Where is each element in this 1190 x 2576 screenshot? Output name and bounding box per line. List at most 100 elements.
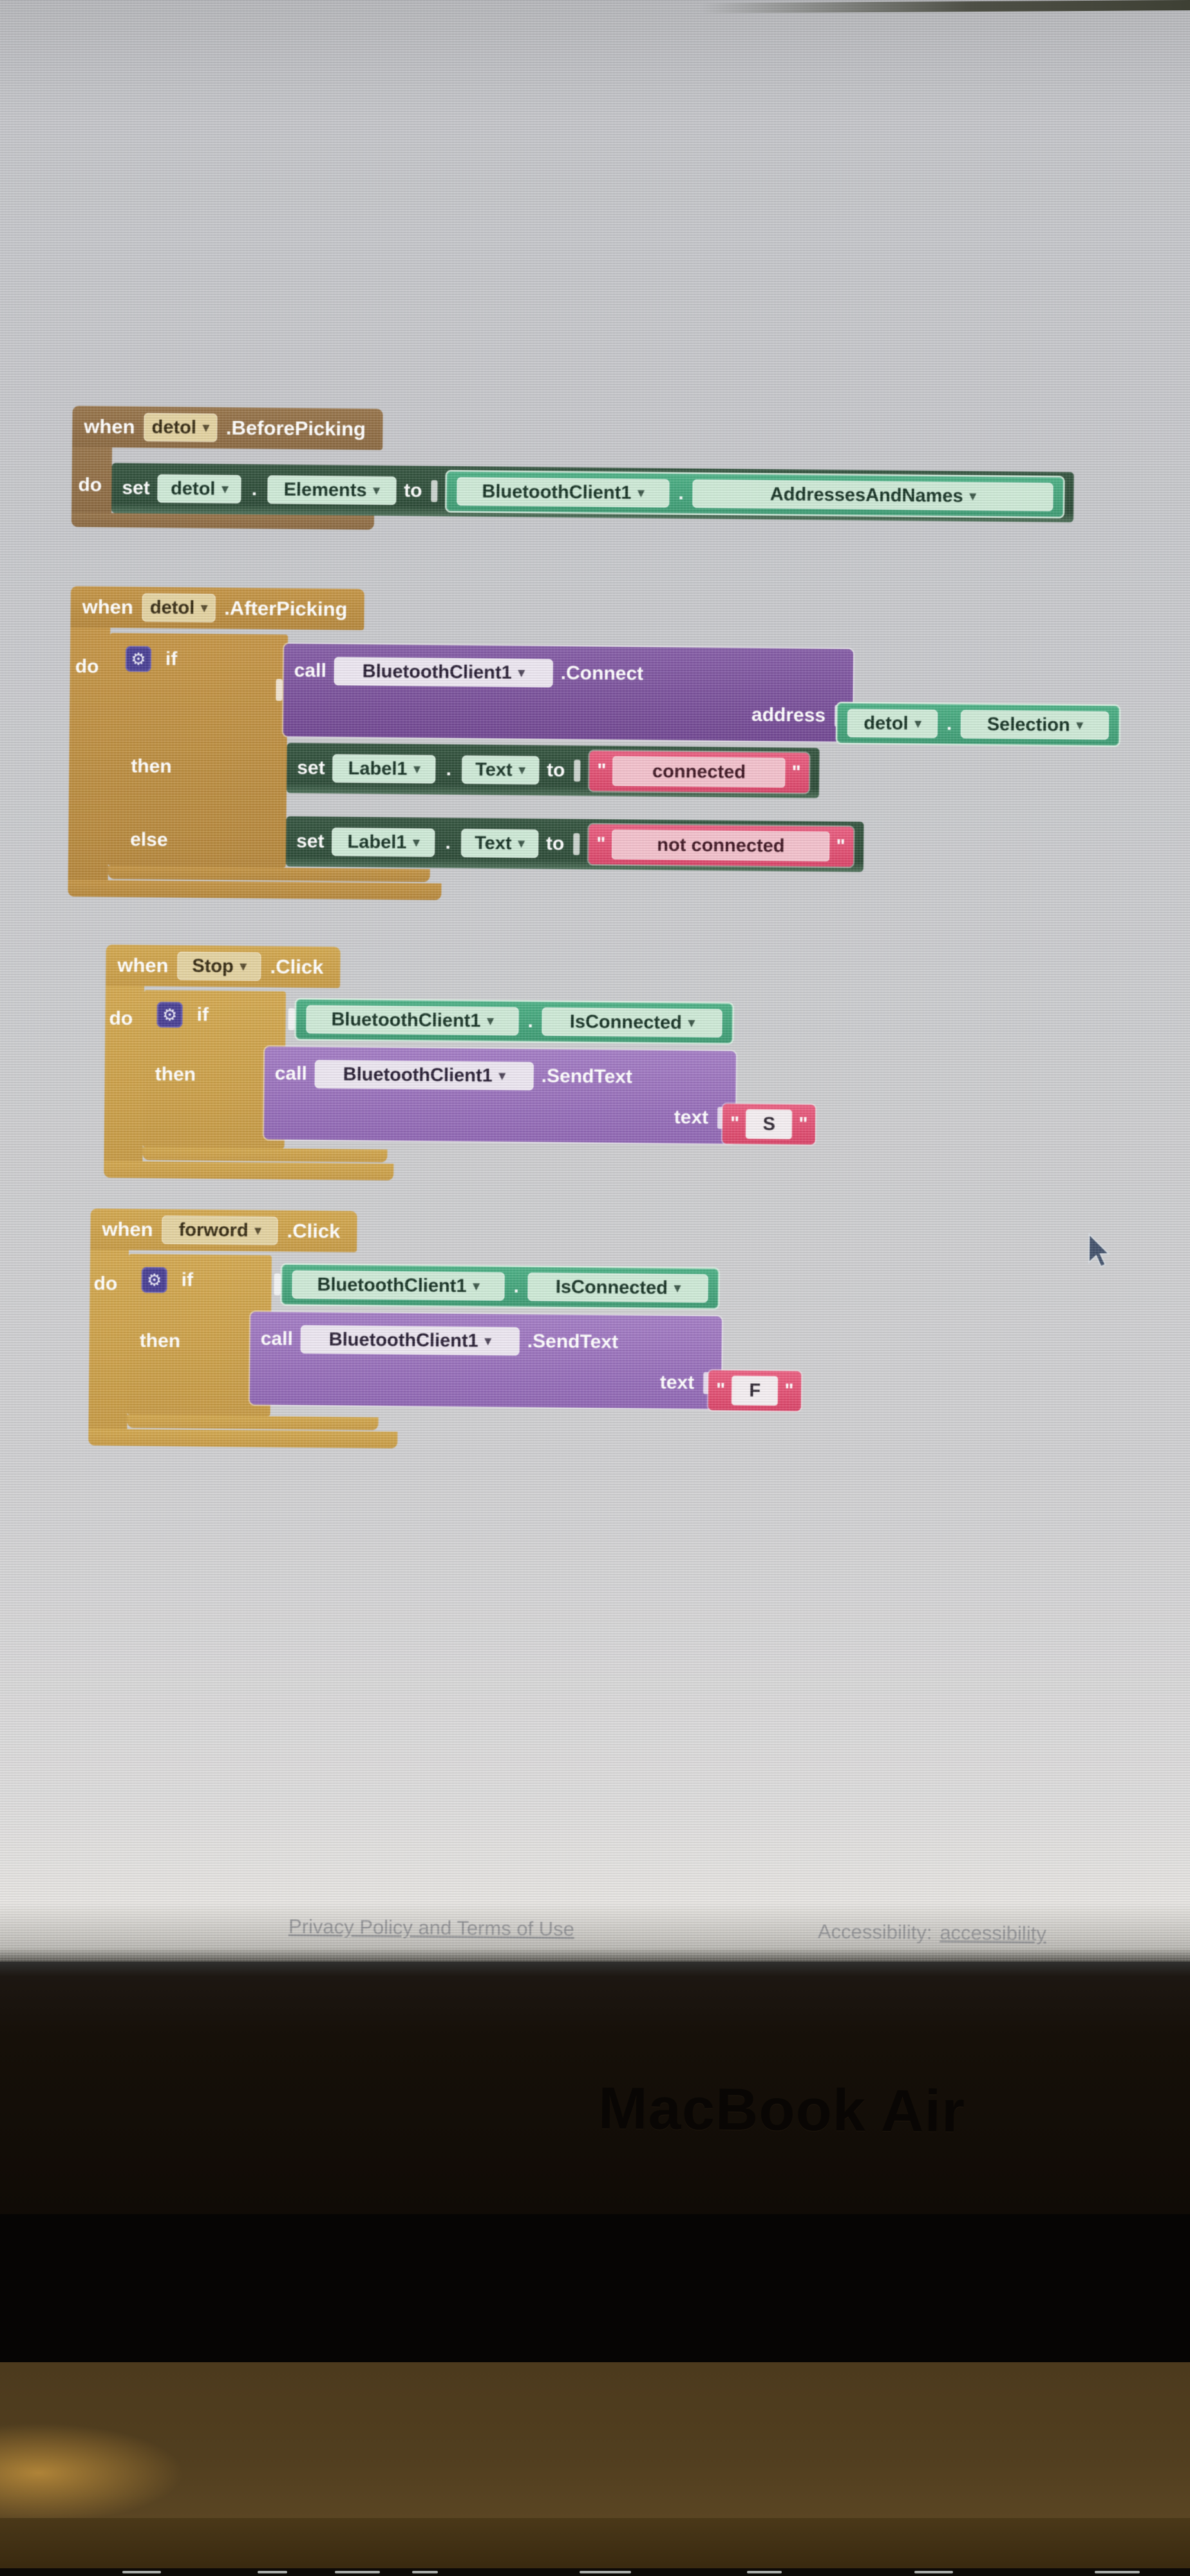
call-sendtext-block[interactable]: call BluetoothClient1 ▾ .SendText text "… — [263, 1046, 816, 1145]
set-elements-row[interactable]: set detol ▾ . Elements ▾ to BluetoothCli… — [111, 462, 1075, 523]
then-call-row[interactable]: call BluetoothClient1 ▾ .SendText text "… — [263, 1046, 816, 1145]
component-dropdown[interactable]: BluetoothClient1 ▾ — [306, 1005, 519, 1036]
property-dropdown[interactable]: IsConnected ▾ — [542, 1007, 723, 1037]
chevron-down-icon: ▾ — [201, 601, 208, 616]
component-dropdown[interactable]: detol ▾ — [144, 413, 218, 442]
chevron-down-icon: ▾ — [688, 1016, 695, 1030]
component-dropdown[interactable]: detol ▾ — [847, 708, 938, 739]
component-dropdown[interactable]: Stop ▾ — [177, 951, 261, 981]
when-label: when — [82, 595, 134, 619]
component-dropdown[interactable]: BluetoothClient1 ▾ — [457, 477, 670, 508]
else-label: else — [130, 829, 168, 851]
call-connect-wrap[interactable]: call BluetoothClient1 ▾ .Connect address… — [274, 643, 1120, 746]
string-block-f[interactable]: " F " — [708, 1370, 802, 1412]
privacy-policy-link[interactable]: Privacy Policy and Terms of Use — [288, 1915, 575, 1940]
dot-separator: . — [446, 758, 452, 780]
chevron-down-icon: ▾ — [1076, 718, 1083, 733]
arrow-cursor-icon — [1085, 1232, 1111, 1274]
if-label: if — [181, 1269, 194, 1291]
keyboard-deck — [0, 2362, 1190, 2518]
property-dropdown[interactable]: Selection ▾ — [961, 710, 1110, 740]
string-value[interactable]: S — [746, 1109, 793, 1139]
component-dropdown[interactable]: Label1 ▾ — [332, 754, 436, 784]
chevron-down-icon: ▾ — [674, 1281, 681, 1296]
component-dropdown[interactable]: BluetoothClient1 ▾ — [314, 1059, 534, 1091]
keyboard-deck-lower — [0, 2518, 1190, 2570]
accessibility-footer: Accessibility: accessibility — [818, 1920, 1046, 1945]
event-name: .AfterPicking — [224, 596, 348, 621]
chevron-down-icon: ▾ — [473, 1279, 480, 1294]
property-dropdown[interactable]: Elements ▾ — [267, 475, 397, 506]
do-label: do — [93, 1273, 118, 1294]
condition-socket — [276, 679, 283, 701]
if-header: ⚙ if — [125, 646, 178, 672]
string-value[interactable]: connected — [612, 756, 786, 788]
component-dropdown[interactable]: detol ▾ — [142, 593, 216, 623]
then-label: then — [139, 1330, 181, 1352]
property-dropdown[interactable]: Text ▾ — [460, 829, 539, 858]
if-bottom-lip — [142, 1147, 388, 1162]
block-bottom-lip — [88, 1428, 398, 1449]
then-call-row[interactable]: call BluetoothClient1 ▾ .SendText text "… — [249, 1311, 802, 1412]
condition-row[interactable]: BluetoothClient1 ▾ . IsConnected ▾ — [287, 999, 733, 1044]
string-block-connected[interactable]: " connected " — [589, 750, 809, 793]
property-dropdown[interactable]: Text ▾ — [461, 755, 540, 785]
event-header[interactable]: when Stop ▾ .Click — [106, 944, 341, 989]
mutator-gear-icon[interactable]: ⚙ — [141, 1267, 167, 1293]
then-set-row[interactable]: set Label1 ▾ . Text ▾ to " connected " — [286, 743, 820, 799]
string-value[interactable]: not connected — [612, 829, 830, 862]
getter-addresses-and-names[interactable]: BluetoothClient1 ▾ . AddressesAndNames ▾ — [446, 471, 1064, 517]
property-dropdown[interactable]: AddressesAndNames ▾ — [692, 479, 1053, 511]
component-dropdown[interactable]: BluetoothClient1 ▾ — [292, 1270, 505, 1301]
chevron-down-icon: ▾ — [518, 665, 525, 680]
accessibility-label: Accessibility: — [817, 1920, 932, 1944]
chevron-down-icon: ▾ — [498, 1068, 505, 1083]
string-block-s[interactable]: " S " — [722, 1103, 816, 1145]
string-block-not-connected[interactable]: " not connected " — [588, 824, 853, 867]
call-label: call — [274, 1063, 307, 1084]
component-dropdown[interactable]: BluetoothClient1 ▾ — [300, 1325, 520, 1356]
set-label1-block[interactable]: set Label1 ▾ . Text ▾ to " connected " — [286, 743, 820, 799]
call-sendtext-block[interactable]: call BluetoothClient1 ▾ .SendText text "… — [249, 1311, 802, 1412]
arg-label: text — [659, 1372, 695, 1394]
else-set-row[interactable]: set Label1 ▾ . Text ▾ to " not connected… — [285, 816, 864, 873]
property-dropdown[interactable]: IsConnected ▾ — [527, 1273, 709, 1303]
set-label1-block[interactable]: set Label1 ▾ . Text ▾ to " not connected… — [285, 816, 864, 873]
chevron-down-icon: ▾ — [638, 486, 645, 500]
getter-isconnected[interactable]: BluetoothClient1 ▾ . IsConnected ▾ — [281, 1264, 719, 1309]
set-block[interactable]: set detol ▾ . Elements ▾ to BluetoothCli… — [111, 462, 1075, 523]
string-value[interactable]: F — [732, 1376, 779, 1406]
blocks-canvas[interactable]: when detol ▾ .BeforePicking do set detol… — [0, 0, 1190, 1971]
mutator-gear-icon[interactable]: ⚙ — [156, 1001, 183, 1028]
open-quote: " — [596, 833, 606, 855]
getter-selection[interactable]: detol ▾ . Selection ▾ — [836, 703, 1120, 746]
call-label: call — [260, 1328, 293, 1350]
call-label: call — [294, 659, 326, 681]
arg-label: address — [751, 704, 826, 726]
chevron-down-icon: ▾ — [914, 716, 921, 731]
event-header[interactable]: when forword ▾ .Click — [90, 1208, 357, 1253]
event-header[interactable]: when detol ▾ .BeforePicking — [72, 406, 383, 450]
set-label: set — [296, 830, 325, 852]
mutator-gear-icon[interactable]: ⚙ — [125, 646, 152, 672]
event-name: .Click — [270, 955, 324, 978]
call-connect-block[interactable]: call BluetoothClient1 ▾ .Connect address… — [283, 643, 1120, 746]
component-dropdown[interactable]: detol ▾ — [157, 474, 242, 504]
component-dropdown[interactable]: Label1 ▾ — [332, 828, 435, 857]
event-name: .Click — [287, 1219, 341, 1243]
chevron-down-icon: ▾ — [484, 1334, 491, 1349]
condition-socket — [288, 1008, 295, 1030]
chevron-down-icon: ▾ — [373, 483, 380, 498]
condition-row[interactable]: BluetoothClient1 ▾ . IsConnected ▾ — [272, 1264, 719, 1309]
chevron-down-icon: ▾ — [413, 835, 420, 850]
component-dropdown[interactable]: forword ▾ — [162, 1215, 278, 1245]
chevron-down-icon: ▾ — [202, 421, 210, 435]
event-header[interactable]: when detol ▾ .AfterPicking — [70, 586, 364, 630]
close-quote: " — [791, 761, 801, 784]
dot-separator: . — [527, 1010, 534, 1032]
getter-isconnected[interactable]: BluetoothClient1 ▾ . IsConnected ▾ — [296, 999, 733, 1044]
if-bottom-lip — [108, 866, 430, 882]
do-label: do — [75, 656, 99, 677]
component-dropdown[interactable]: BluetoothClient1 ▾ — [334, 657, 553, 688]
accessibility-link[interactable]: accessibility — [940, 1921, 1046, 1945]
